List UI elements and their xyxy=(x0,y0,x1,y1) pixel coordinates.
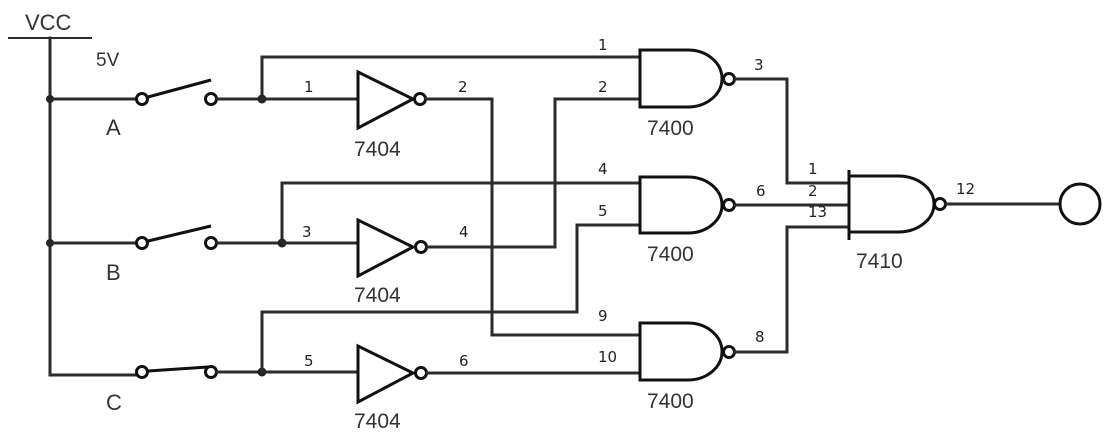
part-label-7410: 7410 xyxy=(856,250,903,273)
part-label-7404: 7404 xyxy=(354,410,401,433)
switch-a-label: A xyxy=(106,115,121,140)
voltage-label: 5V xyxy=(96,50,120,71)
wire-b-to-nand2 xyxy=(280,181,642,245)
pin-label: 1 xyxy=(304,78,314,96)
nand-gate-1 xyxy=(638,48,850,185)
pin-label: 13 xyxy=(808,203,827,221)
vcc-label: VCC xyxy=(25,10,72,35)
pin-label: 10 xyxy=(598,348,617,366)
nand-gate-3 xyxy=(638,225,850,382)
pin-label: 8 xyxy=(755,328,765,346)
pin-label: 6 xyxy=(756,182,766,200)
switch-c-label: C xyxy=(106,390,122,415)
pin-label: 4 xyxy=(459,223,469,241)
pin-label: 12 xyxy=(956,180,975,198)
part-label-7404: 7404 xyxy=(354,138,401,161)
output-lamp-icon xyxy=(1058,182,1102,226)
pin-label: 5 xyxy=(304,352,314,370)
wire-c-to-nand2 xyxy=(260,223,642,374)
nand-gate-2 xyxy=(638,175,850,235)
nand3-gate xyxy=(847,170,1062,240)
switch-c[interactable] xyxy=(48,241,264,379)
pin-label: 3 xyxy=(754,56,764,74)
part-label-7404: 7404 xyxy=(354,284,401,307)
pin-label: 2 xyxy=(598,78,608,96)
pin-label: 9 xyxy=(598,307,608,325)
switch-b[interactable] xyxy=(48,224,284,250)
inverter-3 xyxy=(260,343,642,405)
pin-label: 1 xyxy=(808,160,818,178)
inverter-1 xyxy=(260,69,642,337)
inverter-2 xyxy=(280,97,642,279)
pin-label: 2 xyxy=(808,182,818,200)
part-label-7400: 7400 xyxy=(647,390,694,413)
pin-label: 5 xyxy=(598,202,608,220)
pin-label: 2 xyxy=(458,78,468,96)
part-label-7400: 7400 xyxy=(647,117,694,140)
part-label-7400: 7400 xyxy=(647,243,694,266)
pin-label: 1 xyxy=(598,36,608,54)
pin-label: 3 xyxy=(302,223,312,241)
pin-label: 4 xyxy=(598,160,608,178)
switch-b-label: B xyxy=(106,260,121,285)
switch-a[interactable] xyxy=(48,78,264,106)
wire-a-to-nand1 xyxy=(260,55,642,101)
pin-label: 6 xyxy=(459,352,469,370)
